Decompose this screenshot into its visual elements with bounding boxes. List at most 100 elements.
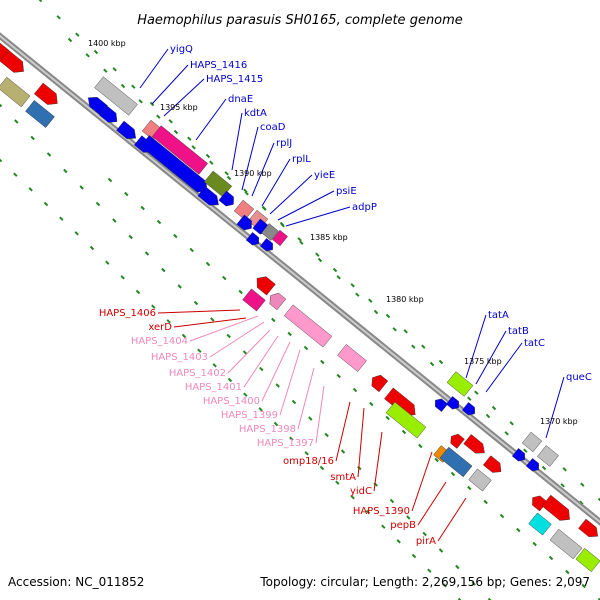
scale-tick-label: 1400 kbp (88, 39, 126, 48)
gene-arrow (33, 82, 58, 105)
gene-arrow (218, 190, 234, 207)
guide-dot (46, 152, 52, 157)
guide-dot (105, 260, 110, 265)
gene-feature (463, 434, 485, 454)
leader-line (315, 385, 325, 444)
leader-line (251, 142, 275, 197)
guide-dot (43, 201, 49, 207)
guide-dot (59, 216, 64, 221)
backbone-highlight (0, 34, 600, 524)
guide-dot (336, 275, 341, 280)
leader-line (241, 126, 259, 191)
guide-dot (258, 407, 263, 412)
guide-dot (438, 548, 444, 553)
guide-dot (352, 387, 358, 393)
gene-label: yidC (350, 486, 372, 497)
gene-arrow (446, 371, 474, 397)
guide-dot (411, 553, 417, 559)
leader-line (195, 98, 227, 141)
guide-dot (205, 261, 211, 267)
gene-feature (0, 34, 10, 62)
guide-dot (401, 429, 407, 435)
guide-dot (226, 175, 232, 181)
guide-dot (28, 187, 33, 192)
guide-dot (74, 231, 79, 236)
leader-line (227, 329, 271, 374)
guide-dot (161, 267, 166, 273)
guide-dot (271, 317, 276, 323)
gene-label: HAPS_1416 (190, 60, 247, 71)
guide-dot (181, 333, 187, 339)
guide-dot (350, 283, 355, 288)
guide-dot (385, 313, 391, 319)
guide-dot (422, 531, 427, 537)
leader-line (269, 174, 313, 215)
guide-dot (455, 564, 460, 570)
guide-dot (385, 415, 390, 421)
gene-feature (578, 518, 599, 537)
leader-line (209, 321, 265, 358)
gene-arrow (259, 238, 273, 252)
gene-arrow (450, 433, 465, 449)
gene-feature (461, 402, 475, 416)
gene-arrow (0, 34, 10, 62)
leader-line (417, 481, 447, 526)
gene-label: yigQ (170, 44, 193, 55)
guide-dot (210, 317, 215, 322)
guide-dot (187, 136, 192, 141)
guide-dot (0, 158, 3, 163)
guide-dot (319, 465, 325, 471)
guide-dot (299, 240, 304, 245)
gene-label: psiE (336, 186, 357, 197)
guide-dot (89, 245, 95, 251)
guide-dot (120, 275, 125, 280)
guide-dot (467, 396, 472, 401)
gene-arrow (272, 229, 288, 247)
gene-feature (261, 223, 279, 241)
gene-feature (242, 288, 266, 312)
guide-dot (191, 145, 196, 150)
gene-label: dnaE (228, 94, 253, 105)
guide-dot (532, 541, 537, 547)
gene-feature (33, 82, 58, 105)
gene-arrow (371, 374, 389, 393)
gene-arrow (482, 455, 502, 473)
guide-dot (124, 191, 129, 197)
gene-arrow (116, 120, 137, 139)
gene-arrow (578, 518, 599, 537)
guide-dot (315, 252, 320, 257)
gene-feature (482, 455, 502, 473)
guide-dot (541, 465, 547, 471)
gene-arrow (283, 304, 333, 348)
scale-tick-label: 1395 kbp (160, 103, 198, 112)
guide-dot (166, 319, 171, 324)
gene-arrow (468, 468, 492, 492)
guide-dot (13, 172, 18, 177)
guide-dot (262, 206, 267, 211)
guide-dot (197, 348, 202, 353)
guide-dot (357, 465, 362, 471)
gene-arrow (537, 445, 559, 467)
guide-dot (516, 527, 521, 533)
guide-dot (548, 555, 554, 561)
leader-line (279, 349, 301, 416)
gene-arrow (541, 494, 570, 521)
gene-arrow (439, 446, 473, 478)
guide-dot (224, 171, 229, 176)
guide-dot (138, 99, 143, 104)
guide-dot (144, 251, 150, 256)
guide-dot (209, 160, 214, 165)
gene-label: HAPS_1390 (353, 506, 410, 517)
guide-dot (75, 32, 80, 37)
guide-dot (499, 513, 505, 519)
feature-track (0, 34, 600, 573)
guide-dot (238, 289, 243, 295)
gene-feature (272, 229, 288, 247)
guide-dot (56, 15, 61, 20)
gene-feature (0, 76, 31, 108)
guide-dot (304, 451, 309, 456)
gene-feature (439, 446, 473, 478)
guide-dot (457, 597, 462, 600)
gene-label: pirA (416, 536, 436, 547)
guide-dot (340, 449, 346, 454)
